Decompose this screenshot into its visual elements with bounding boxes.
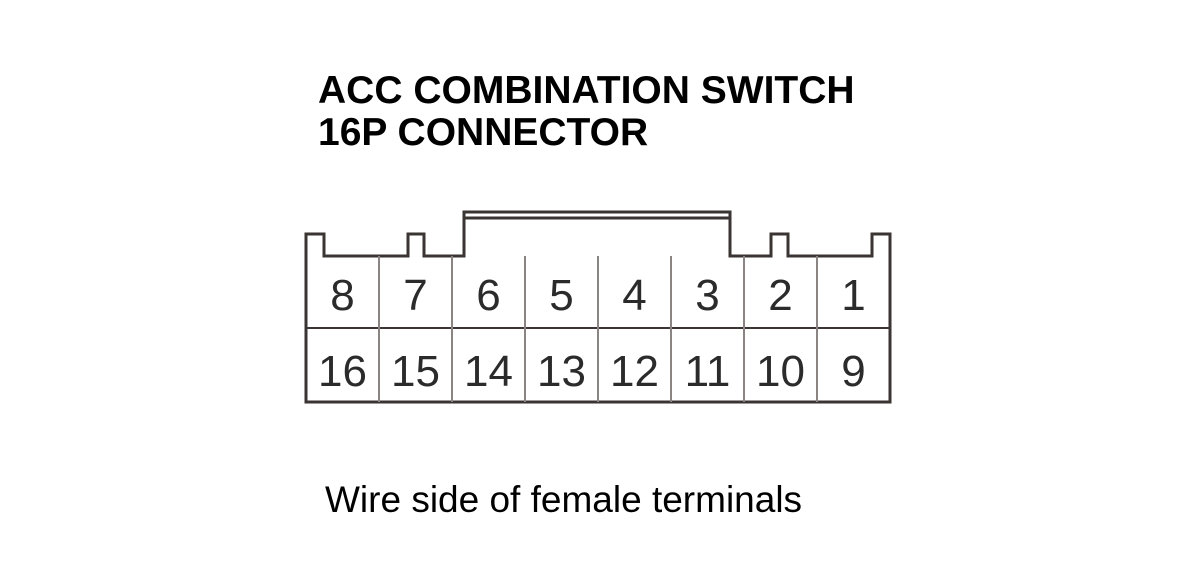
connector-outline: [304, 210, 892, 404]
diagram-caption: Wire side of female terminals: [325, 479, 803, 520]
bottom-row-pin-11: 11: [685, 347, 731, 396]
diagram-title: ACC COMBINATION SWITCH 16P CONNECTOR: [318, 70, 855, 154]
bottom-row-pin-14: 14: [464, 347, 513, 396]
bottom-row-pin-12: 12: [610, 347, 659, 396]
top-row-pin-3: 3: [695, 271, 719, 320]
top-row-pin-2: 2: [768, 271, 792, 320]
top-row-pin-6: 6: [476, 271, 500, 320]
bottom-row-pin-10: 10: [756, 347, 805, 396]
top-row-pin-1: 1: [841, 271, 865, 320]
top-row-pin-7: 7: [403, 271, 427, 320]
bottom-row-pin-15: 15: [391, 347, 440, 396]
bottom-row-pin-16: 16: [318, 347, 367, 396]
bottom-row-pin-13: 13: [537, 347, 586, 396]
title-line-2: 16P CONNECTOR: [318, 111, 649, 154]
title-line-1: ACC COMBINATION SWITCH: [318, 69, 855, 112]
bottom-row-pin-9: 9: [841, 347, 865, 396]
top-row-pin-5: 5: [549, 271, 573, 320]
top-row-pin-8: 8: [330, 271, 354, 320]
top-row-pin-4: 4: [622, 271, 646, 320]
cell-dividers: [378, 256, 818, 402]
